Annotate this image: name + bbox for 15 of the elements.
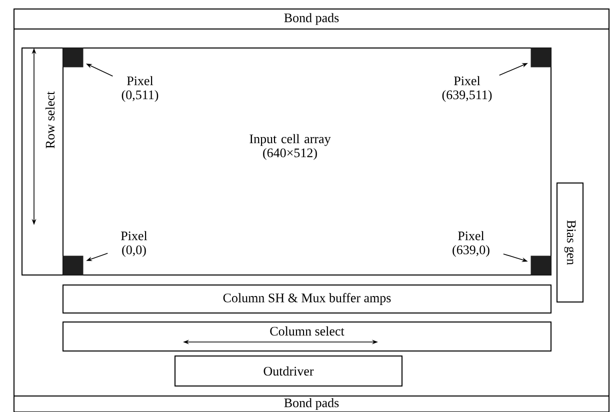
pixel-label: Pixel (0,511): [122, 76, 158, 102]
pixel-label: Pixel (0,0): [121, 231, 148, 257]
pixel-square: [62, 48, 84, 68]
block-box: Column select: [62, 322, 552, 352]
block-box: Column SH & Mux buffer amps: [62, 284, 552, 314]
block-box: Outdriver: [174, 356, 402, 386]
bond-pad-strip: Bond pads: [14, 8, 610, 30]
pixel-label: Pixel (639,511): [442, 76, 492, 102]
pixel-square: [530, 48, 552, 68]
row-select-strip: Row select: [22, 48, 64, 276]
pixel-label: Pixel (639,0): [452, 231, 490, 257]
pixel-square: [62, 256, 84, 276]
pixel-square: [530, 256, 552, 276]
bond-pad-strip: Bond pads: [14, 396, 610, 412]
bias-gen-box: Bias gen: [556, 182, 584, 302]
